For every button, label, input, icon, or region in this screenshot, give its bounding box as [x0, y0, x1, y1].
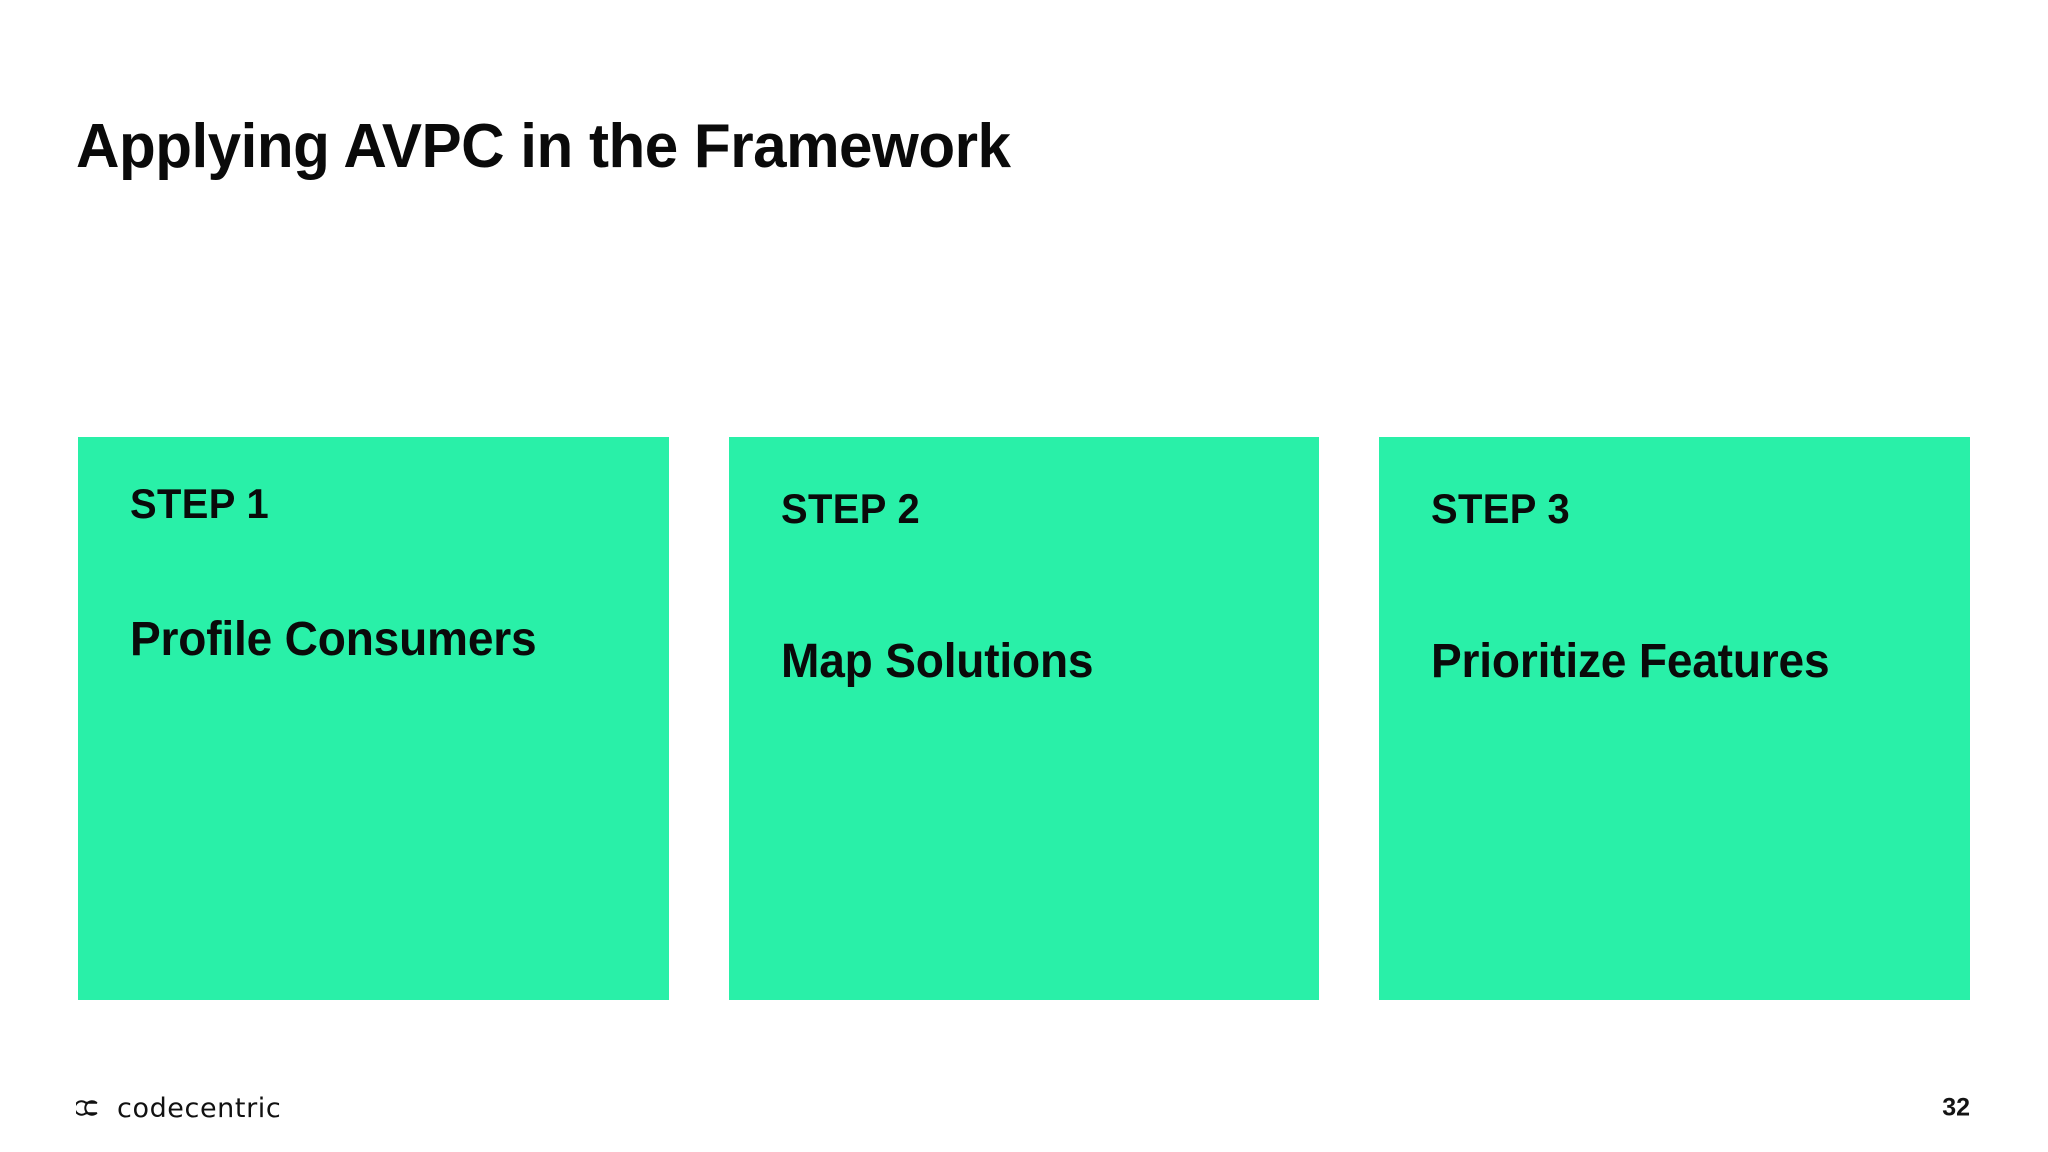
step-card-2-eyebrow: STEP 2 [780, 485, 920, 532]
step-card-2-heading: Map Solutions [780, 635, 1094, 688]
step-card-3[interactable]: STEP 3 Prioritize Features [1379, 437, 1971, 1000]
step-card-2[interactable]: STEP 2 Map Solutions [728, 437, 1320, 1000]
codecentric-loop-icon [76, 1100, 98, 1116]
step-card-3-eyebrow: STEP 3 [1431, 485, 1571, 532]
step-card-1-heading: Profile Consumers [130, 613, 537, 666]
step-card-1-eyebrow: STEP 1 [130, 480, 270, 527]
step-card-1[interactable]: STEP 1 Profile Consumers [78, 437, 669, 1000]
step-card-row: STEP 1 Profile Consumers STEP 2 Map Solu… [78, 437, 1971, 1000]
page-title: Applying AVPC in the Framework [76, 111, 1011, 181]
brand-logo: codecentric [76, 1093, 281, 1123]
page-number: 32 [1942, 1093, 1970, 1122]
step-card-3-heading: Prioritize Features [1431, 635, 1830, 688]
brand-wordmark: codecentric [117, 1092, 282, 1124]
